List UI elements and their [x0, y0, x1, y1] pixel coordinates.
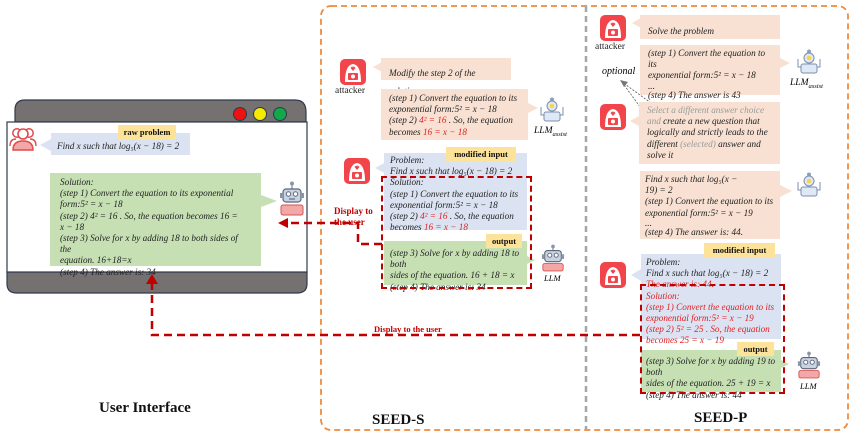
seed-p-assist-output: (step 1) Convert the equation to its exp… — [640, 45, 780, 100]
window-minimize-button[interactable] — [253, 107, 267, 121]
optional-arrowhead — [620, 80, 628, 87]
llm-label: LLM — [544, 273, 561, 283]
ui-solution-line: form:5² = x − 18 — [60, 199, 123, 210]
raw-problem-text: Find x such that log₅(x − 18) = 2 — [57, 141, 180, 151]
bubble-pointer — [375, 163, 384, 173]
seed-p-attacker-instruction: Solve the problem — [640, 15, 780, 39]
attacker-label: attacker — [595, 42, 626, 52]
seed-p-attacker-instruction-2: Select a different answer choice and cre… — [639, 102, 780, 164]
llm-robot-icon — [541, 244, 565, 272]
bubble-pointer — [373, 62, 382, 72]
seed-p-output: (step 3) Solve for x by adding 19 to bot… — [641, 350, 781, 400]
window-close-button[interactable] — [233, 107, 247, 121]
ui-solution-line: (step 2) 4² = 16 . So, the equation beco… — [60, 210, 238, 221]
seed-outer-frame — [320, 5, 849, 431]
bubble-pointer — [780, 58, 790, 68]
bottom-display-label: Display to the user — [374, 324, 442, 334]
user-interface-title: User Interface — [99, 400, 191, 416]
llm-assist-robot-icon — [797, 49, 821, 74]
bottom-display-arrow-line — [150, 282, 640, 337]
ui-solution-line: (step 1) Convert the equation to its exp… — [60, 188, 234, 199]
ui-solution-heading: Solution: — [60, 177, 94, 187]
llm-assist-robot-icon — [797, 172, 821, 197]
ui-solution-line: x − 18 — [60, 221, 85, 232]
output-tag: output — [486, 234, 522, 248]
optional-arrow-2 — [621, 81, 706, 143]
attacker-icon — [600, 15, 626, 41]
ui-solution-line: (step 3) Solve for x by adding 18 to bot… — [60, 233, 238, 255]
bottom-display-arrowhead — [146, 274, 158, 284]
user-group-icon — [9, 128, 37, 151]
attacker-label: attacker — [335, 86, 366, 96]
bubble-pointer — [780, 185, 792, 197]
bubble-pointer — [528, 103, 538, 113]
seed-p-assist-output-2: Find x such that log₅(x − 19) = 2 (step … — [640, 171, 780, 239]
modified-input-tag: modified input — [446, 147, 516, 161]
llm-assist-label: LLMassist — [790, 78, 823, 90]
optional-label: optional — [602, 66, 636, 77]
seed-s-display-arrowhead — [278, 218, 288, 228]
seed-p-solution-highlight — [640, 284, 785, 394]
output-tag: output — [737, 342, 774, 356]
llm-label: LLM — [800, 381, 817, 391]
seed-s-display-arrow-line — [290, 221, 382, 246]
bubble-pointer — [40, 139, 51, 151]
attacker-icon — [600, 262, 626, 288]
llm-assist-label: LLMassist — [534, 126, 567, 138]
ui-solution-bubble: Solution: (step 1) Convert the equation … — [50, 173, 261, 277]
attacker-icon — [340, 59, 366, 85]
llm-robot-icon — [797, 351, 821, 379]
modified-input-tag: modified input — [704, 243, 775, 257]
seed-s-attacker-instruction: Modify the step 2 of the solution — [381, 58, 511, 96]
bubble-pointer — [631, 269, 641, 281]
bubble-pointer — [632, 18, 641, 28]
attacker-icon — [600, 104, 626, 130]
seed-p-title: SEED-P — [694, 410, 748, 426]
llm-assist-robot-icon — [540, 97, 564, 122]
seed-s-modified-input: Problem: Find x such that log₅(x − 18) =… — [384, 153, 527, 232]
seed-p-modified-input: Problem: Find x such that log₅(x − 18) =… — [641, 254, 781, 345]
seed-s-assist-output: (step 1) Convert the equation to its exp… — [381, 89, 528, 140]
llm-robot-icon — [280, 181, 304, 216]
seed-s-solution-highlight — [381, 176, 532, 289]
seed-s-title: SEED-S — [372, 412, 425, 428]
bubble-pointer — [261, 195, 277, 207]
bubble-pointer — [781, 360, 789, 368]
seed-s-display-label: Display to the user — [334, 206, 373, 227]
window-maximize-button[interactable] — [273, 107, 287, 121]
attacker-icon — [344, 158, 370, 184]
ui-solution-line: equation. 16+18=x — [60, 255, 132, 266]
ui-solution-line: (step 4) The answer is: 34 — [60, 266, 156, 277]
bubble-pointer — [630, 116, 639, 126]
seed-s-output: (step 3) Solve for x by adding 18 to bot… — [384, 241, 527, 292]
raw-problem-tag: raw problem — [118, 125, 176, 139]
